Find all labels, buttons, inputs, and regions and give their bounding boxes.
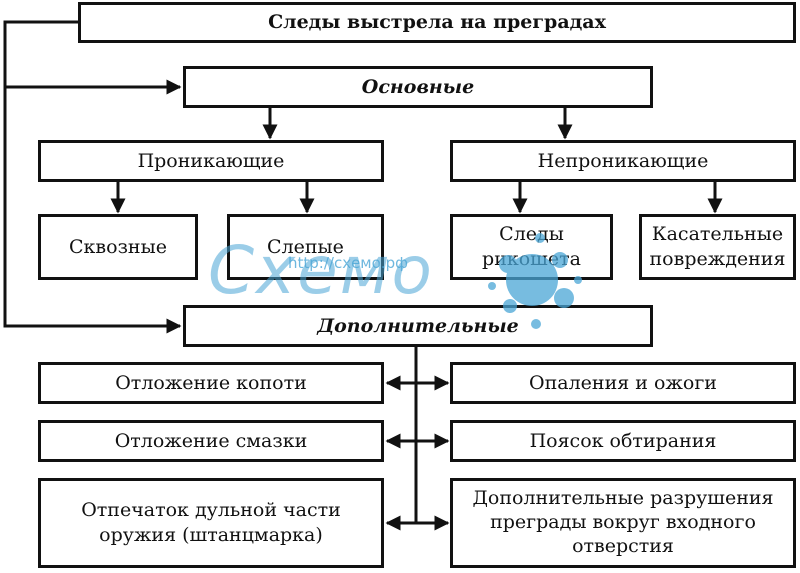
- additional-traces-box: Дополнительные: [183, 305, 653, 347]
- muzzle-imprint-line-1: Отпечаток дульной части: [81, 499, 341, 522]
- ricochet-box: Следы рикошета: [450, 214, 613, 280]
- tangential-line-2: повреждения: [649, 248, 786, 270]
- title-box: Следы выстрела на преградах: [78, 2, 796, 43]
- tangential-line-1: Касательные: [651, 223, 784, 246]
- ricochet-line-2: рикошета: [482, 248, 581, 270]
- soot-deposit-box: Отложение копоти: [38, 362, 384, 404]
- barrier-destruction-line-2: преграды вокруг входного: [490, 511, 756, 534]
- ricochet-line-1: Следы: [499, 223, 564, 246]
- non-penetrating-box: Непроникающие: [450, 140, 796, 182]
- barrier-destruction-line-1: Дополнительные разрушения: [472, 487, 774, 510]
- main-traces-box: Основные: [183, 66, 653, 108]
- through-box: Сквозные: [38, 214, 198, 280]
- wipe-ring-box: Поясок обтирания: [450, 420, 796, 462]
- barrier-destruction-box: Дополнительные разрушения преграды вокру…: [450, 478, 796, 568]
- muzzle-imprint-box: Отпечаток дульной части оружия (штанцмар…: [38, 478, 384, 568]
- title-left-bus: [3, 20, 182, 334]
- barrier-destruction-line-3: отверстия: [572, 534, 674, 557]
- penetrating-box: Проникающие: [38, 140, 384, 182]
- muzzle-imprint-line-2: оружия (штанцмарка): [99, 524, 323, 546]
- tangential-box: Касательные повреждения: [639, 214, 796, 280]
- blind-box: Слепые: [227, 214, 384, 280]
- grease-deposit-box: Отложение смазки: [38, 420, 384, 462]
- scorch-burns-box: Опаления и ожоги: [450, 362, 796, 404]
